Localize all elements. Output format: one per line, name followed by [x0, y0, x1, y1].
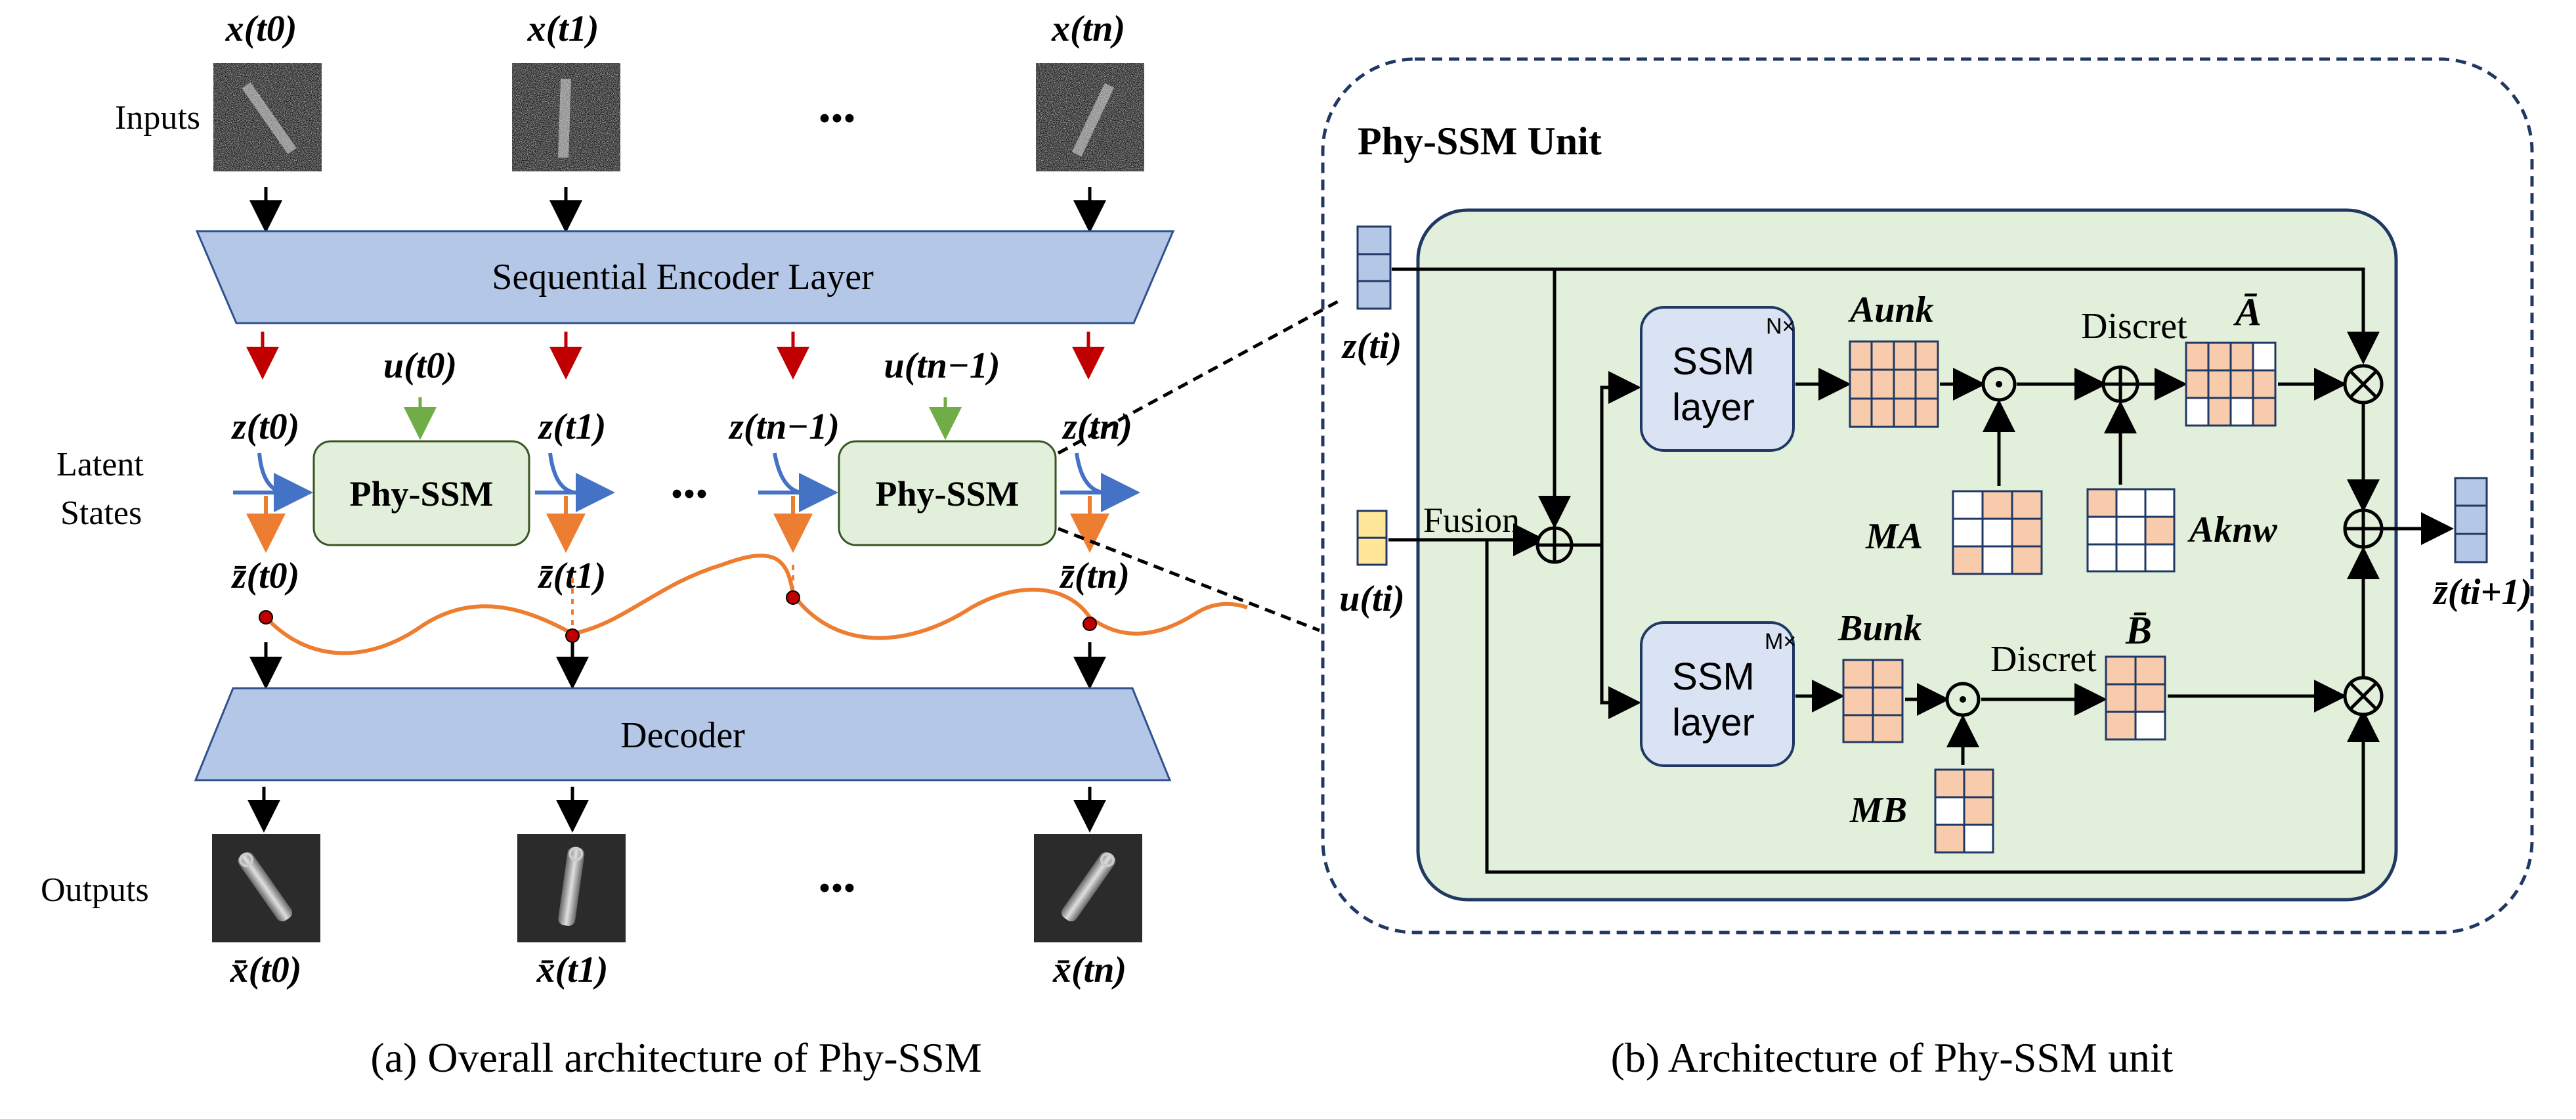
input-image-t1	[512, 63, 620, 171]
output-label-t0: x̄(t0)	[230, 950, 302, 990]
outputs-row-label: Outputs	[41, 871, 149, 909]
latent-bar-label-t0: z̄(t0)	[231, 556, 300, 596]
hadamard-bottom-icon	[1945, 682, 1981, 717]
z-output-label: z̄(ti+1)	[2432, 572, 2532, 613]
phy-ssm-unit-frame	[1321, 57, 2534, 934]
m-b-label: MB	[1849, 790, 1907, 831]
output-label-tn: x̄(tn)	[1052, 950, 1127, 990]
add-akn-icon	[2101, 365, 2139, 403]
m-a-label: MA	[1865, 516, 1923, 557]
b-bar-label: B̄	[2125, 609, 2152, 652]
latent-bar-label-tn: z̄(tn)	[1059, 556, 1130, 596]
output-sum-icon	[2343, 508, 2384, 549]
fusion-label: Fusion	[1423, 500, 1520, 540]
phy-ssm-block-1-label: Phy-SSM	[349, 474, 493, 514]
decoder-label: Decoder	[620, 715, 745, 756]
u-skip-line	[1485, 540, 2380, 874]
latent-label-tn: z(tn)	[1062, 406, 1132, 447]
hadamard-top-icon	[1981, 366, 2017, 402]
a-knw-matrix	[2086, 488, 2176, 573]
sample-point-tn1	[786, 590, 800, 605]
input-label-t1: x(t1)	[527, 9, 599, 49]
ssm-layer-top	[1640, 306, 1795, 452]
sample-point-tn	[1083, 617, 1097, 631]
junction-tn1	[773, 452, 802, 494]
junction-tn	[1075, 452, 1104, 494]
control-label-t0: u(t0)	[383, 345, 457, 386]
ssm-top-line2: layer	[1672, 386, 1755, 429]
inputs-ellipsis: •••	[819, 99, 856, 138]
ssm-bottom-line1: SSM	[1672, 655, 1755, 698]
latent-ellipsis: •••	[671, 474, 708, 514]
input-label-t0: x(t0)	[225, 9, 297, 49]
decoder	[194, 687, 1172, 781]
z-input-label: z(ti)	[1341, 326, 1402, 366]
u-input-label: u(ti)	[1339, 579, 1405, 619]
output-image-tn	[1034, 834, 1142, 942]
ssm-bottom-line2: layer	[1672, 701, 1755, 744]
trajectory-curve	[264, 554, 1248, 655]
b-unk-label: Bunk	[1837, 608, 1922, 649]
to-ssm-top-line	[1600, 371, 1641, 545]
discret-b-label: Discret	[1990, 639, 2097, 680]
multiply-top-icon	[2343, 364, 2384, 405]
u-input-vector	[1356, 510, 1388, 566]
control-label-tn1: u(tn−1)	[884, 345, 1000, 386]
a-unk-matrix	[1849, 340, 1939, 428]
phy-ssm-block-1	[312, 440, 530, 546]
z-input-vector	[1356, 225, 1392, 310]
input-image-tn	[1036, 63, 1144, 171]
input-image-t0	[213, 63, 322, 171]
output-image-t0	[212, 834, 320, 942]
zoom-line-top	[1057, 299, 1341, 455]
caption-left: (a) Overall architecture of Phy-SSM	[370, 1034, 981, 1081]
a-bar-label: Ā	[2233, 290, 2262, 334]
junction-t0	[257, 452, 284, 494]
b-bar-matrix	[2105, 655, 2166, 741]
phy-ssm-block-2	[838, 440, 1057, 546]
a-knw-label: Aknw	[2187, 510, 2277, 550]
outputs-ellipsis: •••	[819, 868, 856, 908]
output-label-t1: x̄(t1)	[536, 950, 609, 990]
inputs-row-label: Inputs	[115, 99, 200, 137]
junction-t1	[548, 452, 575, 494]
latent-label-tn1: z(tn−1)	[728, 406, 840, 447]
ssm-top-badge: N×	[1766, 314, 1795, 339]
a-bar-matrix	[2185, 341, 2277, 427]
multiply-bottom-icon	[2343, 676, 2384, 716]
discret-a-label: Discret	[2081, 306, 2187, 347]
ssm-top-line1: SSM	[1672, 340, 1755, 383]
z-output-vector	[2454, 477, 2488, 563]
zoom-line-bottom	[1058, 527, 1320, 632]
latent-row-label-1: Latent	[56, 446, 144, 483]
sequential-encoder-layer	[195, 230, 1175, 324]
phy-ssm-block-2-label: Phy-SSM	[875, 474, 1019, 514]
ssm-bottom-badge: M×	[1765, 629, 1796, 654]
to-ssm-bottom-line	[1600, 545, 1641, 719]
a-unk-label: Aunk	[1848, 290, 1934, 330]
m-a-matrix	[1952, 490, 2043, 575]
latent-label-t1: z(t1)	[538, 406, 607, 447]
b-unk-matrix	[1842, 659, 1904, 743]
fusion-add-icon	[1535, 526, 1574, 564]
sample-point-t0	[259, 610, 273, 625]
input-label-tn: x(tn)	[1051, 9, 1125, 49]
m-b-matrix	[1934, 768, 1994, 854]
encoder-label: Sequential Encoder Layer	[492, 257, 874, 297]
latent-row-label-2: States	[60, 494, 142, 532]
ssm-layer-bottom	[1640, 621, 1795, 767]
output-image-t1	[517, 834, 626, 942]
latent-label-t0: z(t0)	[231, 406, 300, 447]
sample-point-t1	[565, 628, 580, 643]
z-skip-line	[1392, 267, 2380, 364]
phy-ssm-unit-title: Phy-SSM Unit	[1358, 120, 1602, 163]
caption-right: (b) Architecture of Phy-SSM unit	[1611, 1034, 2174, 1081]
